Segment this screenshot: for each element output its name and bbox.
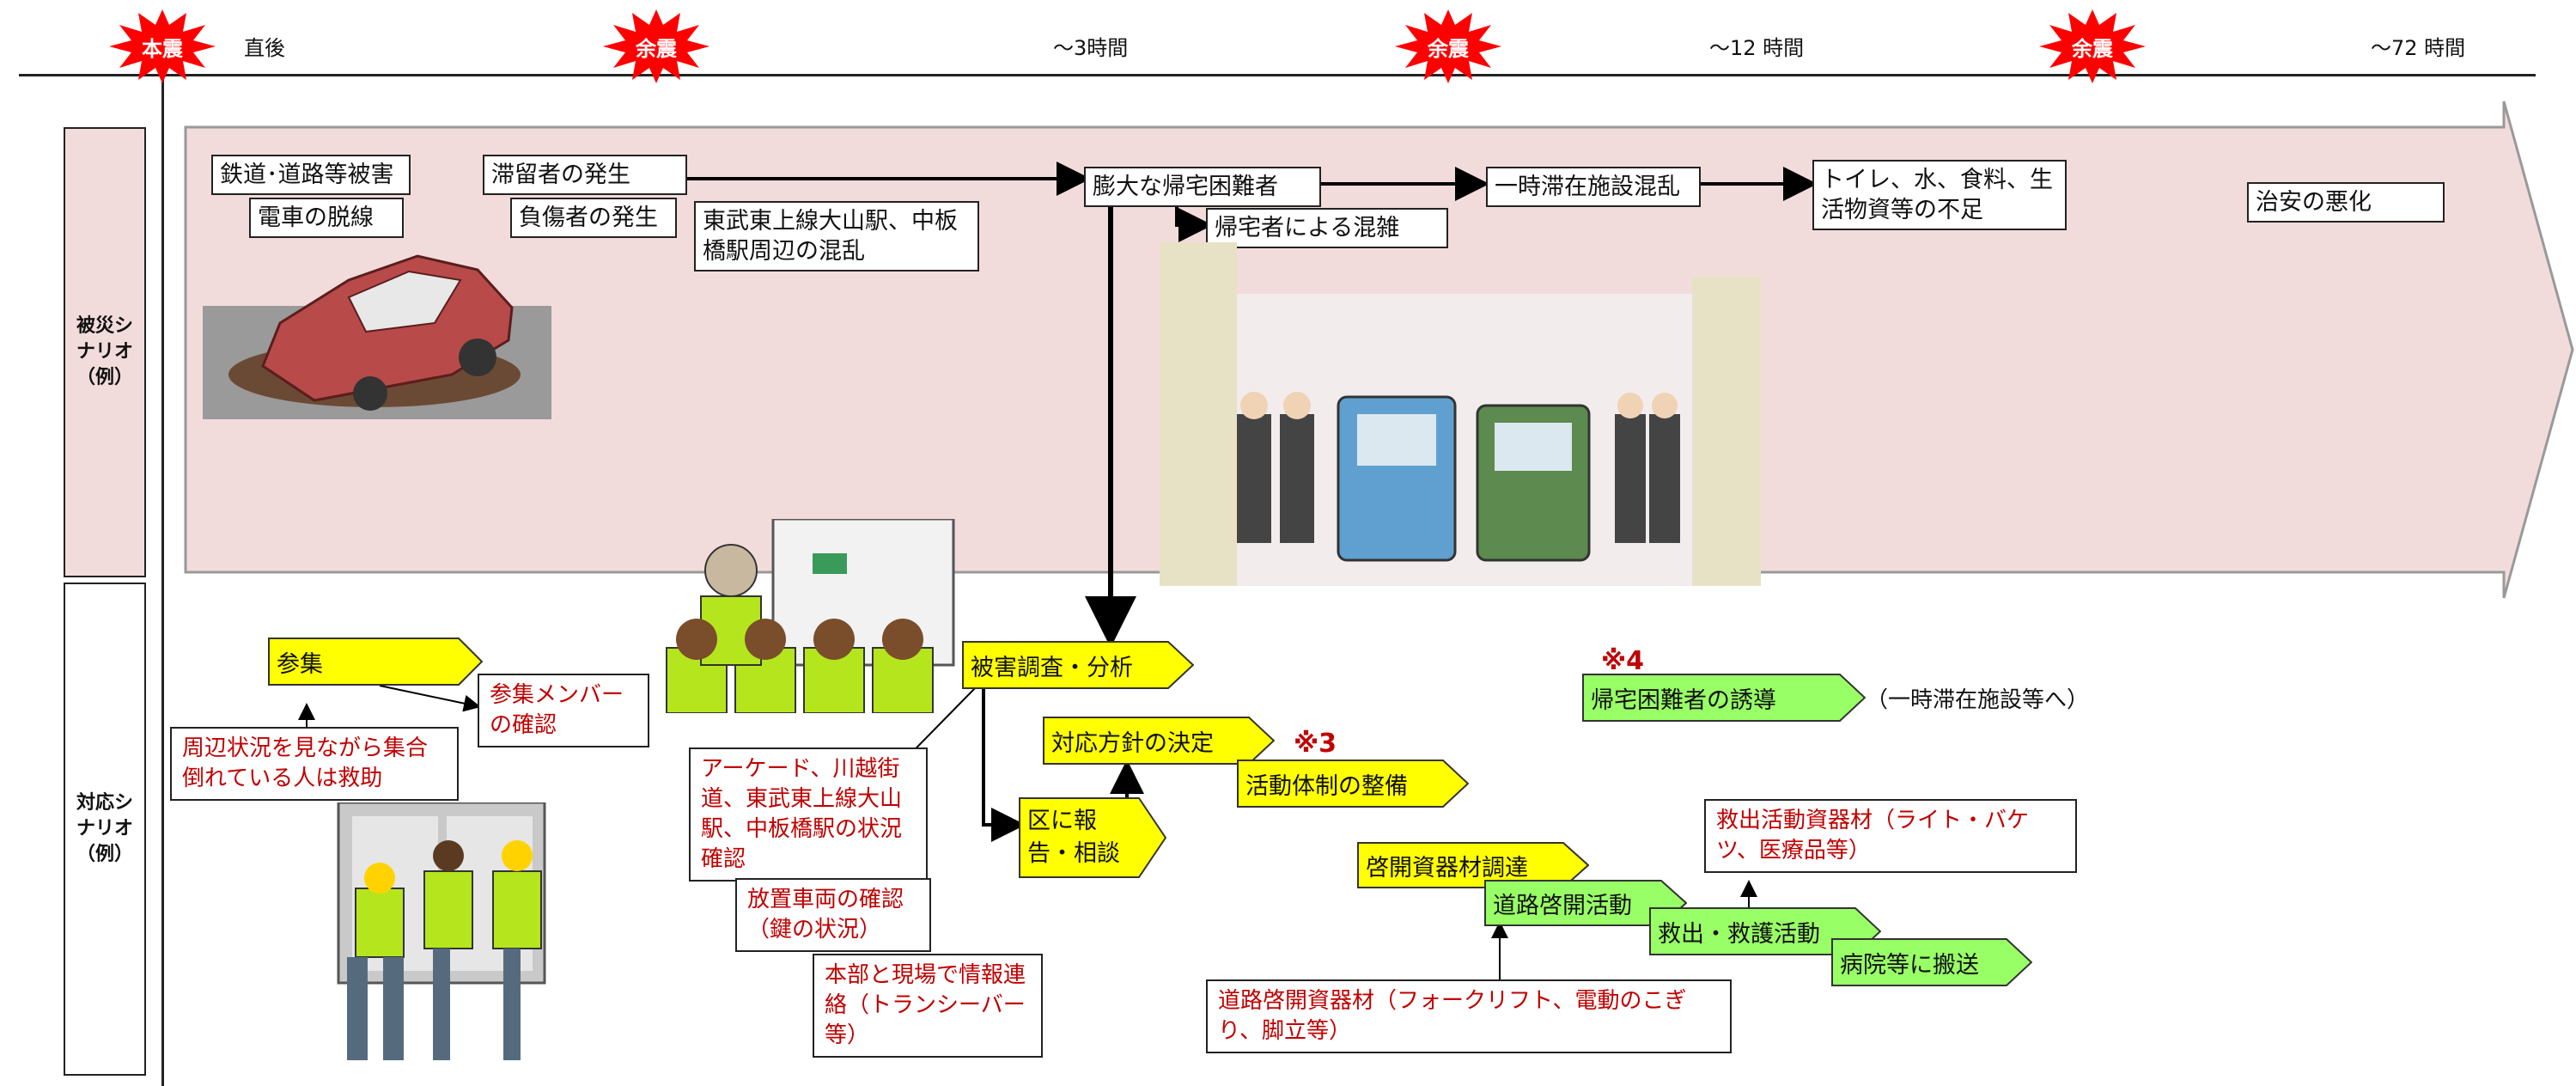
main-quake-burst-icon: 本震	[109, 9, 216, 83]
timeline-label-12h: ～12 時間	[1709, 36, 1805, 60]
aftershock-label: 余震	[1428, 36, 1469, 61]
system-tag: 活動体制の整備	[1245, 772, 1408, 800]
member-check-box: 参集メンバーの確認	[478, 674, 649, 748]
timeline-label-3h: ～3時間	[1053, 36, 1129, 60]
timeline-label-72h: ～72 時間	[2371, 36, 2466, 60]
road-equip-note-box: 道路啓開資器材（フォークリフト、電動のこぎり、脚立等）	[1206, 979, 1732, 1054]
shelter-chaos-box: 一時滞在施設混乱	[1486, 167, 1701, 208]
railway-damage-box: 鉄道･道路等被害	[211, 155, 411, 196]
rescue-workers-illustration	[337, 802, 546, 1060]
station-chaos-box: 東武東上線大山駅、中板橋駅周辺の混乱	[694, 201, 979, 272]
system-tag-shape	[1237, 760, 1469, 808]
assemble-tag-shape	[268, 638, 483, 686]
side-label-response: 対応シ ナリオ （例）	[64, 583, 146, 1076]
aftershock-burst-icon: 余震	[603, 9, 709, 83]
survey-tag-shape	[962, 641, 1194, 689]
side-label-disaster: 被災シ ナリオ （例）	[64, 127, 146, 577]
report-tag-shape	[1019, 797, 1166, 878]
equip-tag-shape	[1357, 842, 1589, 888]
note-mark-4: ※4	[1601, 646, 1645, 676]
stranded-box: 滞留者の発生	[483, 155, 687, 196]
derailment-box: 電車の脱線	[249, 198, 404, 239]
returners-box: 帰宅者による混雑	[1206, 208, 1448, 249]
hospital-tag-shape	[1831, 938, 2032, 986]
survey-note-1-box: アーケード、川越街道、東武東上線大山駅、中板橋駅の状況確認	[689, 747, 928, 882]
note-mark-3: ※3	[1294, 729, 1337, 759]
security-box: 治安の悪化	[2247, 182, 2445, 223]
guide-tag: 帰宅困難者の誘導	[1591, 686, 1776, 714]
hospital-tag: 病院等に搬送	[1840, 951, 1979, 979]
station-crowd-illustration	[1160, 242, 1761, 586]
road-open-tag: 道路啓開活動	[1493, 892, 1632, 919]
sunken-car-illustration	[203, 254, 551, 419]
timeline-label-immediate: 直後	[244, 36, 285, 60]
commuters-box: 膨大な帰宅困難者	[1084, 167, 1321, 208]
timeline-axis	[19, 74, 2536, 76]
timeline-vertical-line	[161, 34, 164, 1086]
aftershock-burst-icon: 余震	[2039, 9, 2146, 83]
survey-note-3-box: 本部と現場で情報連絡（トランシーバー等）	[813, 954, 1043, 1059]
main-quake-label: 本震	[142, 36, 183, 61]
equip-tag: 啓開資器材調達	[1366, 854, 1528, 882]
rescue-equip-note-box: 救出活動資器材（ライト・バケツ、医療品等）	[1704, 799, 2077, 874]
assemble-tag: 参集	[277, 650, 323, 678]
survey-tag: 被害調査・分析	[971, 654, 1133, 681]
report-tag: 区に報告・相談	[1027, 808, 1120, 867]
aftershock-label: 余震	[636, 36, 677, 61]
injured-box: 負傷者の発生	[510, 198, 677, 239]
survey-note-2-box: 放置車両の確認（鍵の状況）	[735, 878, 931, 953]
guide-tag-shape	[1582, 674, 1866, 722]
aftershock-burst-icon: 余震	[1395, 9, 1501, 83]
policy-tag-shape	[1043, 717, 1275, 765]
guide-note: （一時滞在施設等へ）	[1866, 687, 2090, 713]
rescue-tag: 救出・救護活動	[1658, 920, 1820, 948]
policy-tag: 対応方針の決定	[1051, 729, 1214, 757]
assemble-note-box: 周辺状況を見ながら集合倒れている人は救助	[170, 727, 459, 802]
command-post-illustration	[666, 519, 955, 713]
shortage-box: トイレ、水、食料、生活物資等の不足	[1812, 160, 2067, 231]
aftershock-label: 余震	[2072, 36, 2113, 61]
